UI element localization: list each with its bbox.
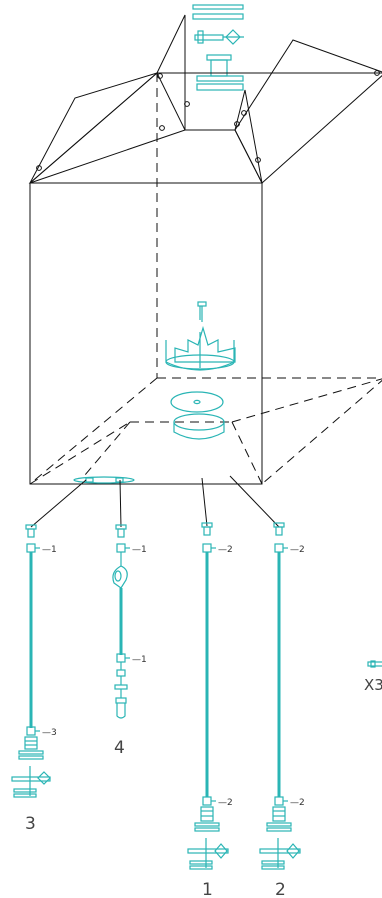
top-fitting [196, 54, 244, 91]
clamp-tag: —1 [132, 655, 147, 665]
clamp-tag: —2 [218, 545, 233, 555]
tube-assembly-1 [187, 522, 229, 870]
clamp-tags: —1 —1 —1 —2 —2 —2 —2 —3 [42, 545, 305, 808]
tube-number-4: 4 [114, 738, 125, 758]
clamp-tag: —2 [290, 545, 305, 555]
clamp-tag: —2 [218, 798, 233, 808]
clamp-tag: —2 [290, 798, 305, 808]
top-valve [194, 29, 244, 45]
clamp-tag: —3 [42, 728, 57, 738]
tube-assembly-3 [11, 524, 51, 798]
clamp-tag: —1 [42, 545, 57, 555]
side-part [367, 660, 382, 668]
leader-lines [30, 475, 280, 528]
bottom-flat-part [73, 476, 135, 484]
tube-numbers: 3 4 1 2 [25, 738, 286, 898]
inner-parts [73, 301, 236, 484]
bolt-part [197, 301, 207, 322]
top-parts [192, 4, 244, 91]
tube-assembly-2 [259, 522, 301, 870]
bag-container [28, 14, 382, 485]
tube-number-3: 3 [25, 814, 36, 834]
agitator-part [165, 325, 236, 371]
top-plate [192, 4, 244, 20]
tube-number-2: 2 [275, 880, 286, 898]
side-label: X3 [364, 676, 382, 694]
tube-number-1: 1 [202, 880, 213, 898]
clamp-tag: —1 [132, 545, 147, 555]
tube-assembly-4 [112, 524, 130, 719]
drum-part [173, 413, 225, 440]
disc-part [170, 391, 224, 413]
